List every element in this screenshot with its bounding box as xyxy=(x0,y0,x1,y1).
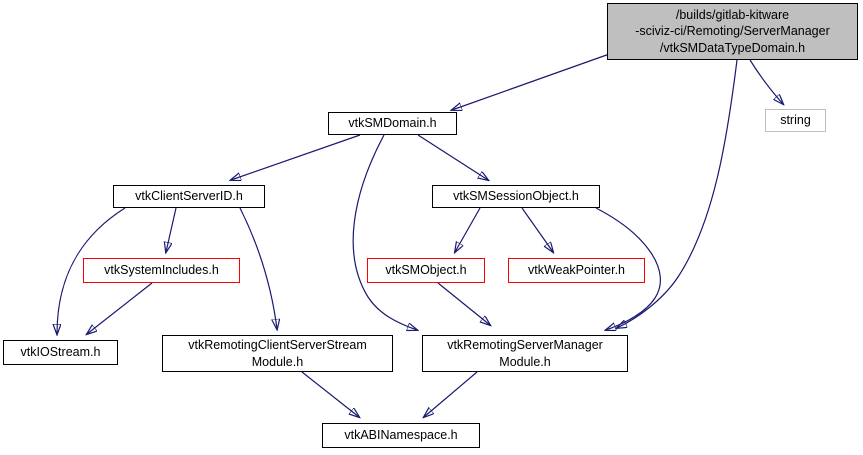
edge-smsession-to-smobject xyxy=(455,207,481,252)
node-vtksystemincludes[interactable]: vtkSystemIncludes.h xyxy=(83,258,240,283)
edge-smobject-to-remotingsm xyxy=(437,282,490,325)
node-string: string xyxy=(765,109,826,132)
edge-remotingsm-to-abinamespace xyxy=(424,371,478,417)
node-vtkremotingservermanagermodule[interactable]: vtkRemotingServerManager Module.h xyxy=(422,335,628,372)
edge-clientsrvid-to-sysincludes xyxy=(166,207,177,252)
edge-smsession-to-remotingsm xyxy=(595,207,661,330)
edge-remotingcss-to-abinamespace xyxy=(301,371,359,417)
node-vtksmdomain[interactable]: vtkSMDomain.h xyxy=(328,112,457,135)
node-vtkremotingclientserverstreammodule[interactable]: vtkRemotingClientServerStream Module.h xyxy=(162,335,393,372)
node-vtksmdatatypedomain-root: /builds/gitlab-kitware -sciviz-ci/Remoti… xyxy=(607,3,858,60)
node-vtksmsessionobject[interactable]: vtkSMSessionObject.h xyxy=(432,185,600,208)
edge-root-to-smdomain xyxy=(452,51,616,110)
edge-root-to-string xyxy=(749,59,783,104)
edge-smdomain-to-smsession xyxy=(417,134,488,180)
edge-smdomain-to-remotingsm xyxy=(352,134,417,330)
edge-sysincludes-to-iostream xyxy=(87,282,153,334)
node-vtksmobject[interactable]: vtkSMObject.h xyxy=(367,258,485,283)
node-vtkiostream[interactable]: vtkIOStream.h xyxy=(3,340,118,365)
node-vtkweakpointer[interactable]: vtkWeakPointer.h xyxy=(508,258,645,283)
edge-root-to-remotingsm xyxy=(617,59,738,328)
node-vtkclientserverid[interactable]: vtkClientServerID.h xyxy=(113,185,265,208)
edge-smdomain-to-clientsrvid xyxy=(231,134,361,180)
edge-clientsrvid-to-remotingcss xyxy=(239,207,277,329)
edge-clientsrvid-to-iostream xyxy=(57,207,126,334)
node-vtkabinamespace[interactable]: vtkABINamespace.h xyxy=(322,423,480,448)
edge-smsession-to-weakpointer xyxy=(521,207,553,252)
